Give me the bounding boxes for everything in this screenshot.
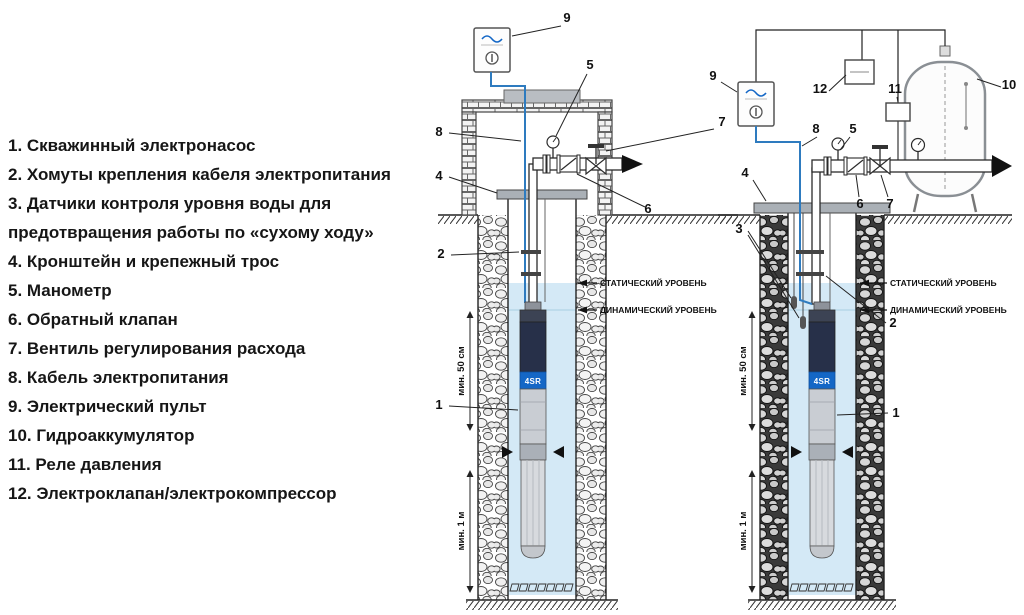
callout-7: 7	[886, 196, 893, 211]
solenoid-valve-box	[844, 59, 875, 85]
svg-text:ДИНАМИЧЕСКИЙ УРОВЕНЬ: ДИНАМИЧЕСКИЙ УРОВЕНЬ	[890, 304, 1007, 315]
svg-text:СТАТИЧЕСКИЙ УРОВЕНЬ: СТАТИЧЕСКИЙ УРОВЕНЬ	[890, 277, 997, 288]
cable-clamp	[796, 250, 824, 254]
check-valve-icon	[556, 154, 581, 174]
check-valve-icon	[843, 156, 868, 176]
wellhead-bracket	[496, 189, 588, 200]
well-wall-right	[856, 215, 884, 600]
svg-text:мин. 1 м: мин. 1 м	[738, 512, 749, 551]
power-cable	[755, 126, 813, 305]
svg-text:мин. 1 м: мин. 1 м	[456, 512, 467, 551]
callouts-right: 9 12 11 10 8 5 4 6 7 3	[709, 68, 1016, 420]
static-level-label: СТАТИЧЕСКИЙ УРОВЕНЬ	[860, 277, 997, 288]
callout-3: 3	[735, 221, 742, 236]
chamber-lid	[503, 89, 581, 104]
cable-clamp	[521, 250, 541, 254]
legend-item-9: 9. Электрический пульт	[8, 397, 207, 416]
svg-text:мин. 50 см: мин. 50 см	[456, 346, 467, 395]
callout-1: 1	[892, 405, 899, 420]
well-installation-right: мин. 50 см мин. 1 м СТАТИЧЕСКИЙ УРОВЕНЬ …	[709, 29, 1016, 610]
callout-11: 11	[888, 81, 902, 96]
power-cable	[490, 72, 526, 303]
callout-10: 10	[1002, 77, 1016, 92]
pressure-gauge-icon	[831, 137, 845, 160]
discharge-pipe	[811, 159, 993, 173]
dynamic-level-label: ДИНАМИЧЕСКИЙ УРОВЕНЬ	[578, 304, 717, 315]
callout-5: 5	[849, 121, 856, 136]
legend-item-8: 8. Кабель электропитания	[8, 368, 229, 387]
tank-pressure-gauge-icon	[910, 137, 926, 160]
callout-6: 6	[644, 201, 651, 216]
callout-5: 5	[586, 57, 593, 72]
legend-item-12: 12. Электроклапан/электрокомпрессор	[8, 484, 337, 503]
gate-valve-icon	[585, 144, 607, 176]
flow-arrow-icon	[992, 155, 1012, 177]
legend-item-5: 5. Манометр	[8, 281, 112, 300]
pressure-switch	[885, 102, 911, 160]
legend-list: 1. Скважинный электронасос 2. Хомуты кре…	[8, 131, 442, 508]
legend-item-4: 4. Кронштейн и крепежный трос	[8, 252, 280, 271]
svg-text:ДИНАМИЧЕСКИЙ УРОВЕНЬ: ДИНАМИЧЕСКИЙ УРОВЕНЬ	[600, 304, 717, 315]
callout-9: 9	[563, 10, 570, 25]
pressure-gauge-icon	[546, 135, 560, 158]
cable-clamp	[521, 272, 541, 276]
callout-1: 1	[435, 397, 442, 412]
control-panel	[473, 27, 511, 73]
svg-text:СТАТИЧЕСКИЙ УРОВЕНЬ: СТАТИЧЕСКИЙ УРОВЕНЬ	[600, 277, 707, 288]
riser-pipe	[811, 167, 821, 305]
callout-7: 7	[718, 114, 725, 129]
riser-pipe	[528, 163, 538, 305]
callout-2: 2	[437, 246, 444, 261]
callout-4: 4	[435, 168, 443, 183]
callout-8: 8	[435, 124, 442, 139]
legend-item-2: 2. Хомуты крепления кабеля электропитани…	[8, 165, 391, 184]
svg-text:мин. 50 см: мин. 50 см	[738, 346, 749, 395]
well-wall-left	[760, 215, 788, 600]
dimension-min-50cm: мин. 50 см	[738, 311, 756, 431]
dimension-min-1m: мин. 1 м	[456, 470, 474, 593]
gravel-row	[509, 583, 574, 592]
hydroaccumulator-tank	[903, 45, 987, 213]
gate-valve-icon	[869, 145, 891, 176]
electrical-wiring	[755, 29, 946, 103]
callout-9: 9	[709, 68, 716, 83]
water-level-sensors	[791, 213, 806, 329]
dimension-min-50cm: мин. 50 см	[456, 311, 474, 431]
legend-item-1: 1. Скважинный электронасос	[8, 136, 256, 155]
control-panel	[737, 81, 775, 127]
callout-6: 6	[856, 196, 863, 211]
callout-4: 4	[741, 165, 749, 180]
flow-arrow-icon	[622, 155, 643, 173]
well-wall-right	[576, 215, 606, 600]
gravel-row	[789, 583, 854, 592]
static-level-label: СТАТИЧЕСКИЙ УРОВЕНЬ	[578, 277, 707, 288]
legend-item-7: 7. Вентиль регулирования расхода	[8, 339, 306, 358]
callouts-left: 9 5 7 8 4 6 2 1	[435, 10, 725, 412]
dimension-min-1m: мин. 1 м	[738, 470, 756, 593]
legend-item-6: 6. Обратный клапан	[8, 310, 178, 329]
callout-12: 12	[813, 81, 827, 96]
callout-8: 8	[812, 121, 819, 136]
cable-clamp	[796, 272, 824, 276]
wellhead-bracket	[753, 202, 891, 214]
legend-item-11: 11. Реле давления	[8, 455, 162, 474]
callout-2: 2	[889, 315, 896, 330]
tank-top-fitting	[939, 45, 951, 57]
legend-item-3: 3. Датчики контроля уровня воды для пред…	[8, 194, 374, 242]
well-installation-left: мин. 50 см мин. 1 м СТАТИЧЕСКИЙ УРОВЕНЬ …	[435, 10, 738, 610]
legend-item-10: 10. Гидроаккумулятор	[8, 426, 195, 445]
